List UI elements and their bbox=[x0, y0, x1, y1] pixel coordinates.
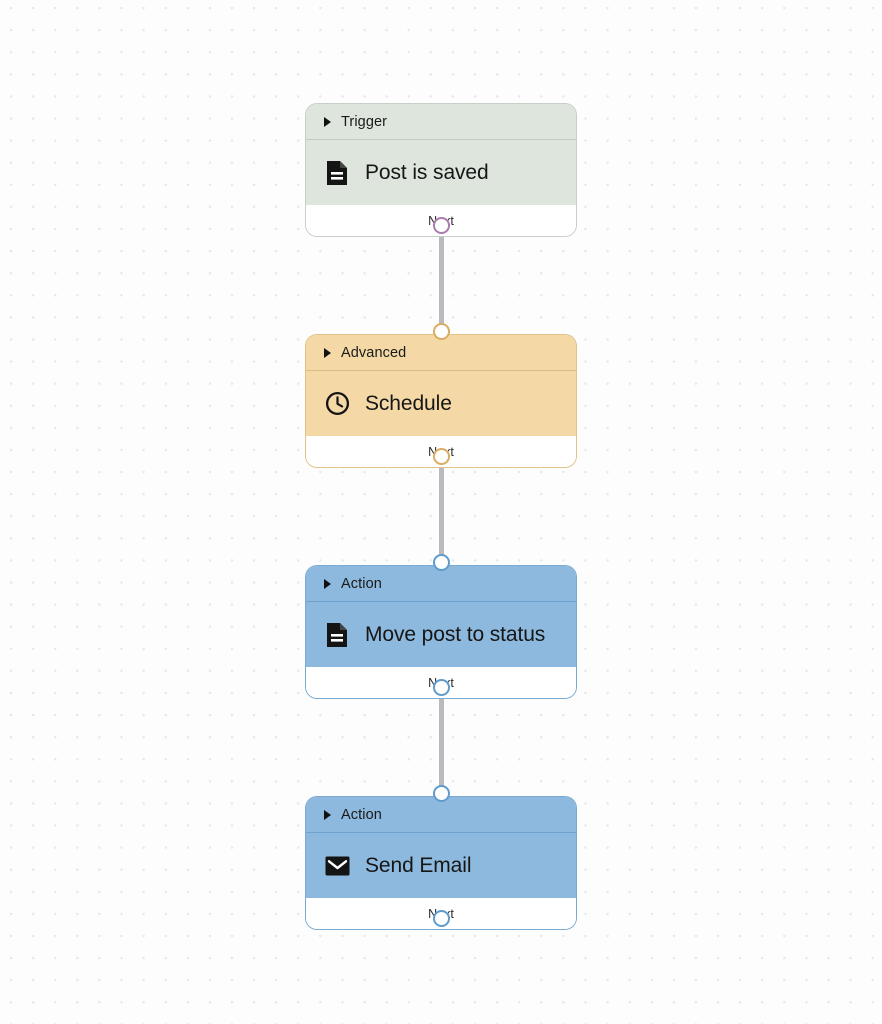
node-body-action-send-email[interactable]: Send Email bbox=[306, 833, 576, 898]
node-divider bbox=[306, 601, 576, 602]
node-body-trigger[interactable]: Post is saved bbox=[306, 140, 576, 205]
node-title: Schedule bbox=[365, 391, 452, 415]
clock-icon bbox=[324, 391, 350, 417]
port-out-trigger-post-is-saved[interactable] bbox=[433, 217, 450, 234]
node-header-action-move[interactable]: Action bbox=[306, 566, 576, 601]
connector-action-move-to-send-email bbox=[439, 688, 444, 793]
node-title: Send Email bbox=[365, 853, 472, 877]
disclosure-triangle-icon[interactable] bbox=[324, 578, 331, 589]
port-out-action-move-post-to-status[interactable] bbox=[433, 679, 450, 696]
envelope-icon bbox=[324, 853, 350, 879]
connector-advanced-to-action-move bbox=[439, 457, 444, 562]
node-title: Move post to status bbox=[365, 622, 546, 646]
disclosure-triangle-icon[interactable] bbox=[324, 809, 331, 820]
node-action-send-email[interactable]: Action Send Email Next bbox=[306, 797, 576, 929]
port-in-advanced-schedule[interactable] bbox=[433, 323, 450, 340]
port-in-action-send-email[interactable] bbox=[433, 785, 450, 802]
port-out-action-send-email[interactable] bbox=[433, 910, 450, 927]
disclosure-triangle-icon[interactable] bbox=[324, 116, 331, 127]
node-body-advanced[interactable]: Schedule bbox=[306, 371, 576, 436]
connector-trigger-to-advanced bbox=[439, 226, 444, 330]
node-trigger-post-is-saved[interactable]: Trigger Post is saved Next bbox=[306, 104, 576, 236]
node-advanced-schedule[interactable]: Advanced Schedule Next bbox=[306, 335, 576, 467]
node-divider bbox=[306, 832, 576, 833]
node-action-move-post-to-status[interactable]: Action Move post to status Next bbox=[306, 566, 576, 698]
port-out-advanced-schedule[interactable] bbox=[433, 448, 450, 465]
node-title: Post is saved bbox=[365, 160, 489, 184]
node-divider bbox=[306, 370, 576, 371]
disclosure-triangle-icon[interactable] bbox=[324, 347, 331, 358]
node-header-action-send-email[interactable]: Action bbox=[306, 797, 576, 832]
node-type-label: Trigger bbox=[341, 113, 388, 130]
node-header-trigger[interactable]: Trigger bbox=[306, 104, 576, 139]
port-in-action-move-post-to-status[interactable] bbox=[433, 554, 450, 571]
node-divider bbox=[306, 139, 576, 140]
document-icon bbox=[324, 622, 350, 648]
node-header-advanced[interactable]: Advanced bbox=[306, 335, 576, 370]
node-type-label: Advanced bbox=[341, 344, 407, 361]
node-body-action-move[interactable]: Move post to status bbox=[306, 602, 576, 667]
node-type-label: Action bbox=[341, 575, 382, 592]
node-type-label: Action bbox=[341, 806, 382, 823]
document-icon bbox=[324, 160, 350, 186]
